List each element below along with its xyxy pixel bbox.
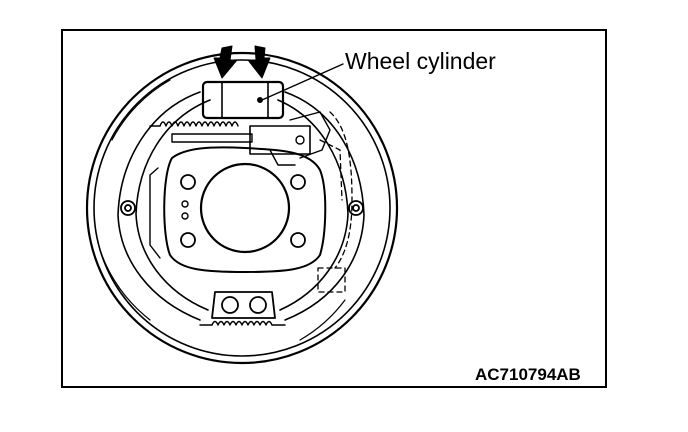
- wheel-cylinder: [201, 80, 285, 120]
- anchor-bolts: [120, 200, 364, 216]
- down-arrow-icon-right: [247, 45, 271, 79]
- parking-lever: [317, 111, 353, 293]
- callout-leader: [261, 63, 344, 101]
- backing-plate: [85, 51, 399, 365]
- lower-anchor: [199, 291, 286, 326]
- hub-plate: [149, 146, 327, 273]
- down-arrow-icon-left: [213, 45, 238, 79]
- wheel-cylinder-label: Wheel cylinder: [345, 48, 496, 74]
- figure-frame: [61, 29, 607, 388]
- upper-spring: [149, 111, 331, 166]
- arrow-icons: [213, 45, 271, 79]
- figure-code: AC710794AB: [475, 365, 581, 384]
